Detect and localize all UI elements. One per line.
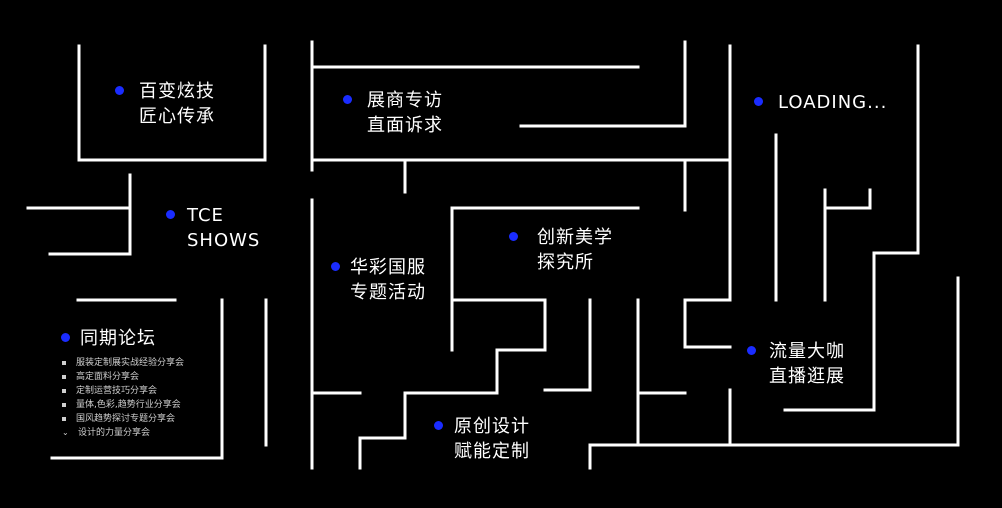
chevron-down-icon: ⌄ bbox=[62, 428, 69, 437]
bullet-dot-icon bbox=[754, 97, 763, 106]
session-label: 国风趋势探讨专题分享会 bbox=[76, 413, 176, 424]
item-line[interactable]: SHOWS bbox=[187, 229, 261, 251]
item-line[interactable]: 华彩国服 bbox=[350, 257, 426, 278]
item-line[interactable]: 展商专访 bbox=[367, 90, 443, 111]
session-label: 量体,色彩,趋势行业分享会 bbox=[76, 399, 181, 410]
item-line[interactable]: 百变炫技 bbox=[139, 81, 215, 102]
bullet-dot-icon bbox=[509, 232, 518, 241]
list-item[interactable]: 国风趋势探讨专题分享会 bbox=[62, 413, 175, 425]
bullet-dot-icon bbox=[61, 333, 70, 342]
square-bullet-icon bbox=[62, 417, 66, 421]
bullet-dot-icon bbox=[115, 86, 124, 95]
session-label: 高定面料分享会 bbox=[76, 371, 140, 382]
item-line[interactable]: 创新美学 bbox=[537, 227, 613, 248]
list-item[interactable]: 定制运营技巧分享会 bbox=[62, 385, 157, 397]
item-line[interactable]: 匠心传承 bbox=[139, 105, 215, 127]
list-item[interactable]: 高定面料分享会 bbox=[62, 371, 139, 383]
item-line[interactable]: LOADING... bbox=[778, 92, 888, 113]
item-line[interactable]: 探究所 bbox=[537, 251, 594, 273]
session-label: 设计的力量分享会 bbox=[78, 427, 151, 438]
item-line[interactable]: 赋能定制 bbox=[454, 440, 530, 462]
bullet-dot-icon bbox=[331, 262, 340, 271]
session-label: 服装定制展实战经验分享会 bbox=[76, 357, 185, 368]
bullet-dot-icon bbox=[434, 421, 443, 430]
list-item[interactable]: 量体,色彩,趋势行业分享会 bbox=[62, 399, 181, 411]
bullet-dot-icon bbox=[166, 210, 175, 219]
item-line[interactable]: 直播逛展 bbox=[769, 365, 845, 387]
square-bullet-icon bbox=[62, 375, 66, 379]
item-line[interactable]: 专题活动 bbox=[350, 281, 426, 303]
square-bullet-icon bbox=[62, 403, 66, 407]
session-label: 定制运营技巧分享会 bbox=[76, 385, 158, 396]
list-item[interactable]: 服装定制展实战经验分享会 bbox=[62, 357, 184, 369]
item-line[interactable]: 流量大咖 bbox=[769, 341, 845, 362]
square-bullet-icon bbox=[62, 361, 66, 365]
list-item[interactable]: ⌄ 设计的力量分享会 bbox=[62, 427, 150, 439]
bullet-dot-icon bbox=[747, 346, 756, 355]
square-bullet-icon bbox=[62, 389, 66, 393]
item-line[interactable]: 同期论坛 bbox=[80, 328, 156, 349]
item-line[interactable]: TCE bbox=[187, 205, 224, 226]
bullet-dot-icon bbox=[343, 95, 352, 104]
item-line[interactable]: 原创设计 bbox=[454, 416, 530, 437]
item-line[interactable]: 直面诉求 bbox=[367, 114, 443, 136]
